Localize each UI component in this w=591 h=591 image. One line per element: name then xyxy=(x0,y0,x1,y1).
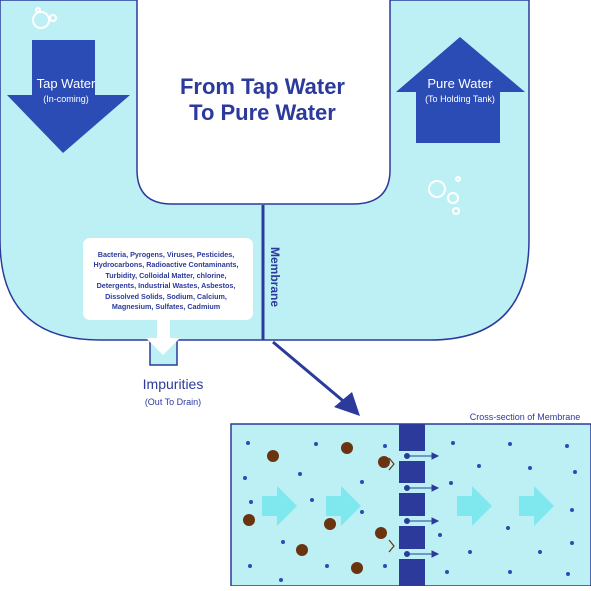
pointer-arrowhead-icon xyxy=(334,392,360,416)
title-line-2: To Pure Water xyxy=(189,100,336,125)
drain-sublabel: (Out To Drain) xyxy=(144,397,202,407)
impurity-particles xyxy=(243,442,390,574)
outlet-arrow-icon xyxy=(396,37,525,143)
inlet-label: Tap Water xyxy=(36,76,96,91)
cross-section xyxy=(230,423,591,587)
inlet-sublabel: (In-coming) xyxy=(43,94,89,104)
title-line-1: From Tap Water xyxy=(179,74,345,99)
outlet-sublabel: (To Holding Tank) xyxy=(425,94,495,104)
bubbles-icon xyxy=(32,7,461,215)
contaminants-box xyxy=(83,238,253,320)
cross-section-label: Cross-section of Membrane xyxy=(469,412,581,422)
contaminants-list: Bacteria, Pyrogens, Viruses, Pesticides,… xyxy=(93,250,239,312)
water-molecules xyxy=(243,441,577,582)
membrane-label: Membrane xyxy=(268,246,282,308)
pointer-line xyxy=(272,340,349,407)
drain-arrow-icon xyxy=(146,320,180,355)
drain-label: Impurities xyxy=(142,376,204,392)
pass-through-arrows xyxy=(404,452,440,558)
inlet-arrow-icon xyxy=(7,40,130,153)
rejected-arrows xyxy=(388,457,395,553)
diagram-title: From Tap Water To Pure Water xyxy=(140,74,385,126)
flow-arrows xyxy=(262,486,554,526)
outlet-label: Pure Water xyxy=(427,76,493,91)
membrane-wall xyxy=(399,424,425,586)
